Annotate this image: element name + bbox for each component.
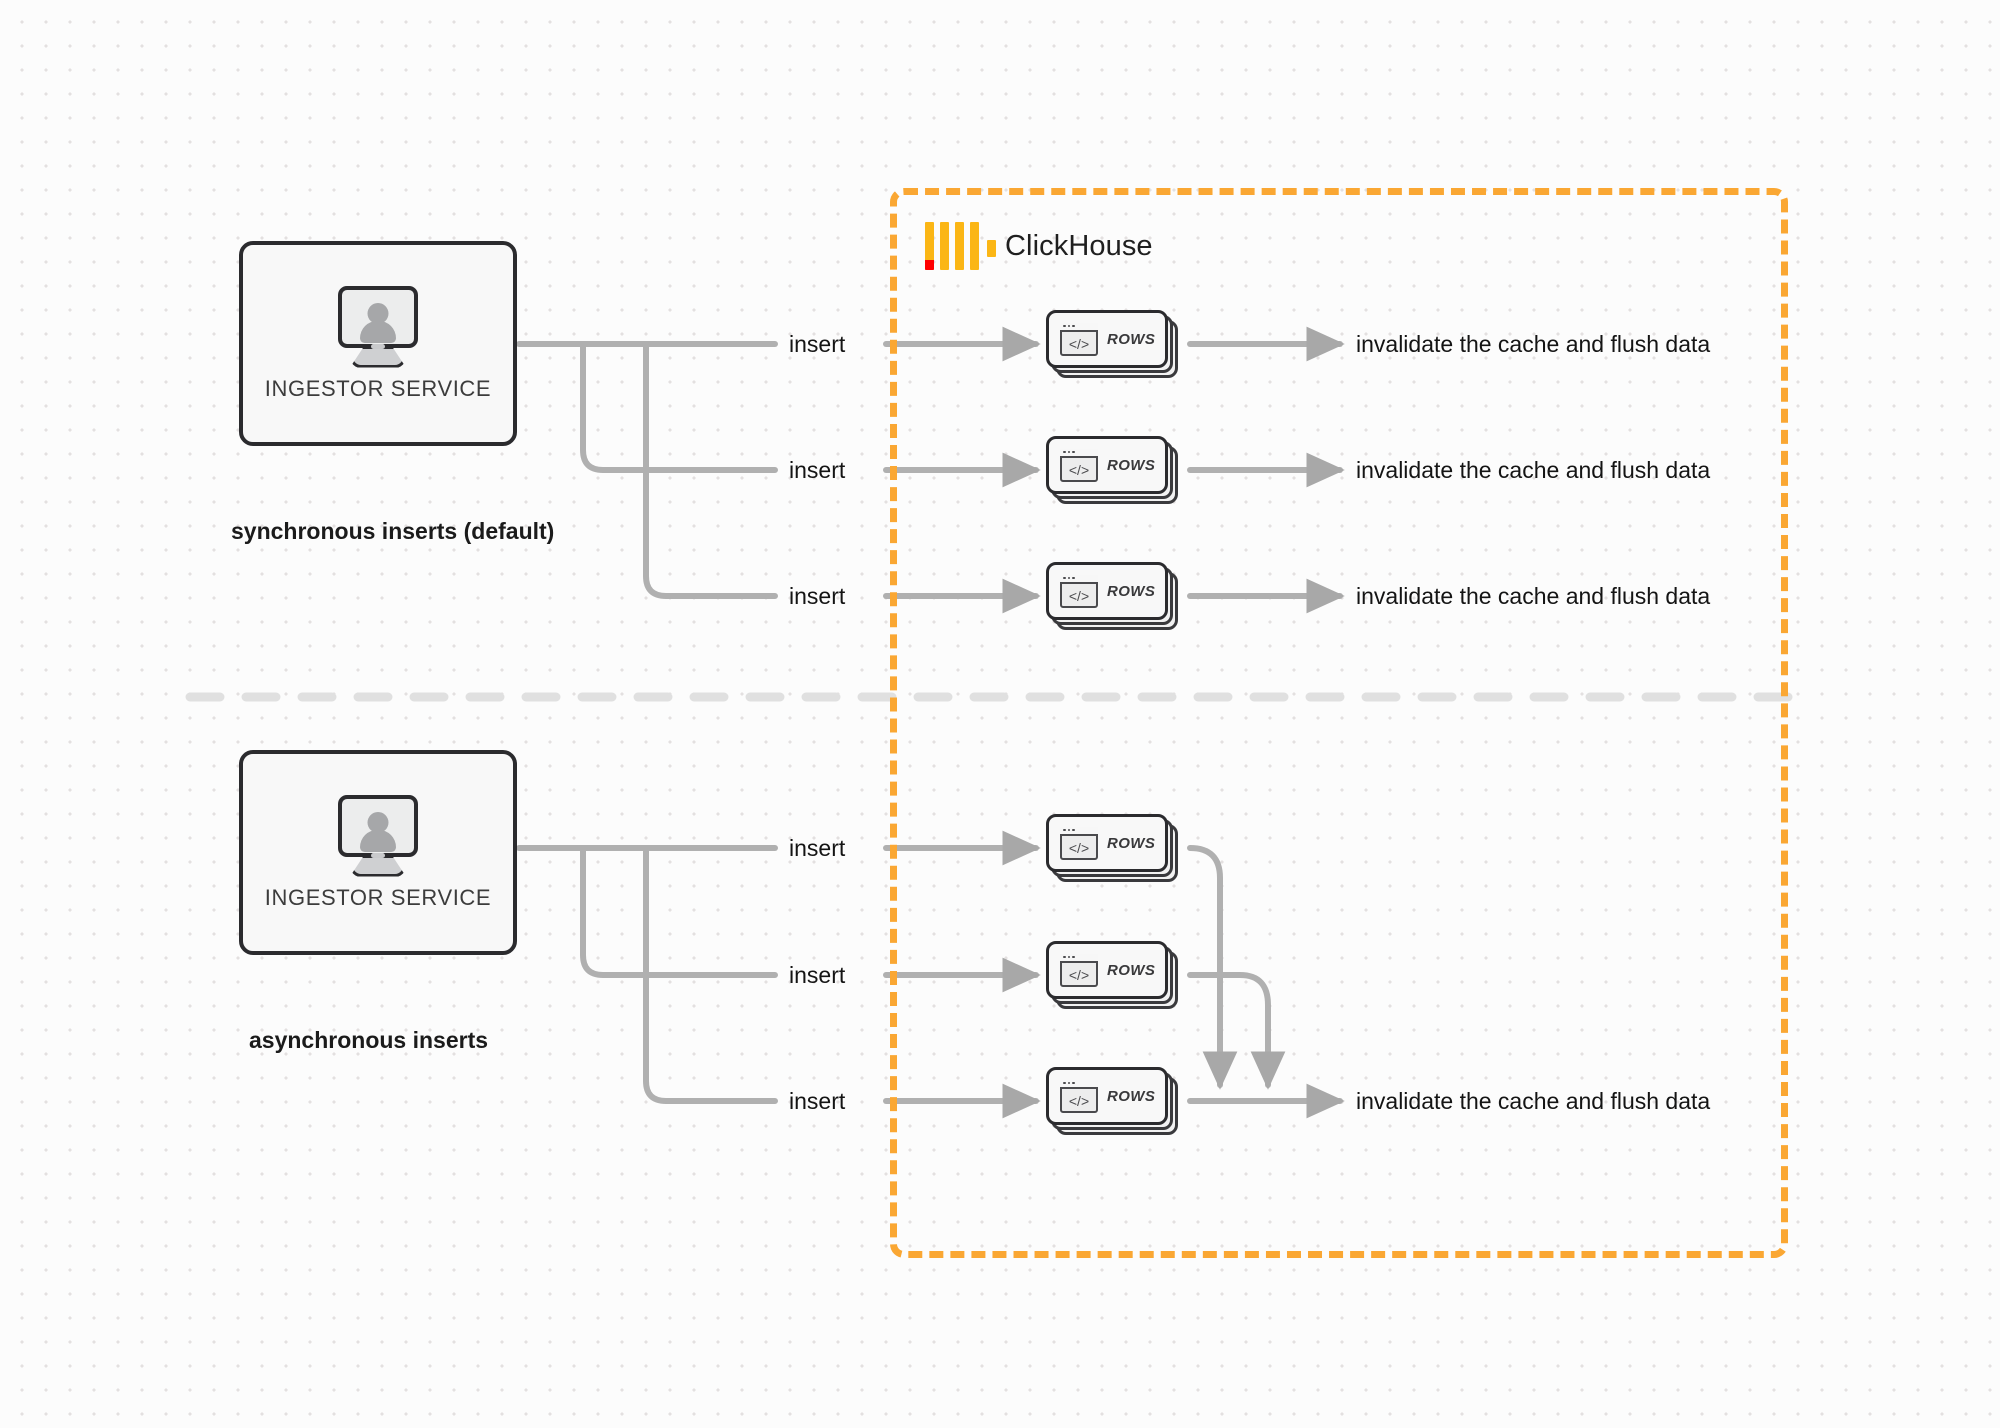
flush-label-sync-1: invalidate the cache and flush data — [1356, 331, 1711, 357]
rows-card-async-3[interactable]: </> ROWS — [1046, 1067, 1178, 1135]
card-front: </> ROWS — [1046, 941, 1168, 999]
async-merge-from-card-1 — [1187, 845, 1238, 1090]
caption-asynchronous: asynchronous inserts — [249, 1027, 489, 1053]
insert-label-sync-1: insert — [789, 331, 846, 357]
insert-label-sync-2: insert — [789, 457, 846, 483]
clickhouse-label: ClickHouse — [1005, 229, 1153, 262]
flush-label-sync-2: invalidate the cache and flush data — [1356, 457, 1711, 483]
code-window-icon: </> — [1060, 322, 1098, 356]
rows-card-label: ROWS — [1107, 961, 1156, 979]
clickhouse-brand: ClickHouse — [925, 222, 1153, 270]
card-front: </> ROWS — [1046, 436, 1168, 494]
clickhouse-boundary — [890, 188, 1788, 1258]
caption-synchronous: synchronous inserts (default) — [231, 518, 555, 544]
code-window-icon: </> — [1060, 574, 1098, 608]
flush-label-async-merged: invalidate the cache and flush data — [1356, 1088, 1711, 1114]
sync-branch-2 — [580, 341, 778, 473]
insert-label-async-3: insert — [789, 1088, 846, 1114]
rows-card-label: ROWS — [1107, 834, 1156, 852]
rows-card-async-2[interactable]: </> ROWS — [1046, 941, 1178, 1009]
code-window-icon: </> — [1060, 826, 1098, 860]
code-window-icon: </> — [1060, 953, 1098, 987]
card-front: </> ROWS — [1046, 310, 1168, 368]
rows-card-label: ROWS — [1107, 456, 1156, 474]
card-front: </> ROWS — [1046, 814, 1168, 872]
monitor-user-icon — [330, 794, 426, 877]
card-front: </> ROWS — [1046, 562, 1168, 620]
code-window-icon: </> — [1060, 448, 1098, 482]
rows-card-async-1[interactable]: </> ROWS — [1046, 814, 1178, 882]
clickhouse-logo — [925, 222, 996, 270]
async-branch-2 — [580, 845, 778, 978]
rows-card-sync-2[interactable]: </> ROWS — [1046, 436, 1178, 504]
rows-card-label: ROWS — [1107, 330, 1156, 348]
ingestor-service-label: INGESTOR SERVICE — [264, 884, 492, 910]
card-front: </> ROWS — [1046, 1067, 1168, 1125]
insert-label-sync-3: insert — [789, 583, 846, 609]
async-branch-3 — [643, 845, 778, 1104]
async-merge-from-card-2 — [1187, 972, 1286, 1090]
code-window-icon: </> — [1060, 1079, 1098, 1113]
flush-label-sync-3: invalidate the cache and flush data — [1356, 583, 1711, 609]
rows-card-sync-1[interactable]: </> ROWS — [1046, 310, 1178, 378]
ingestor-service-async[interactable]: INGESTOR SERVICE — [239, 750, 517, 955]
monitor-user-icon — [330, 285, 426, 368]
rows-card-sync-3[interactable]: </> ROWS — [1046, 562, 1178, 630]
ingestor-service-sync[interactable]: INGESTOR SERVICE — [239, 241, 517, 446]
sync-branch-3 — [643, 341, 778, 599]
insert-label-async-1: insert — [789, 835, 846, 861]
rows-card-label: ROWS — [1107, 1087, 1156, 1105]
insert-label-async-2: insert — [789, 962, 846, 988]
ingestor-service-label: INGESTOR SERVICE — [264, 375, 492, 401]
rows-card-label: ROWS — [1107, 582, 1156, 600]
